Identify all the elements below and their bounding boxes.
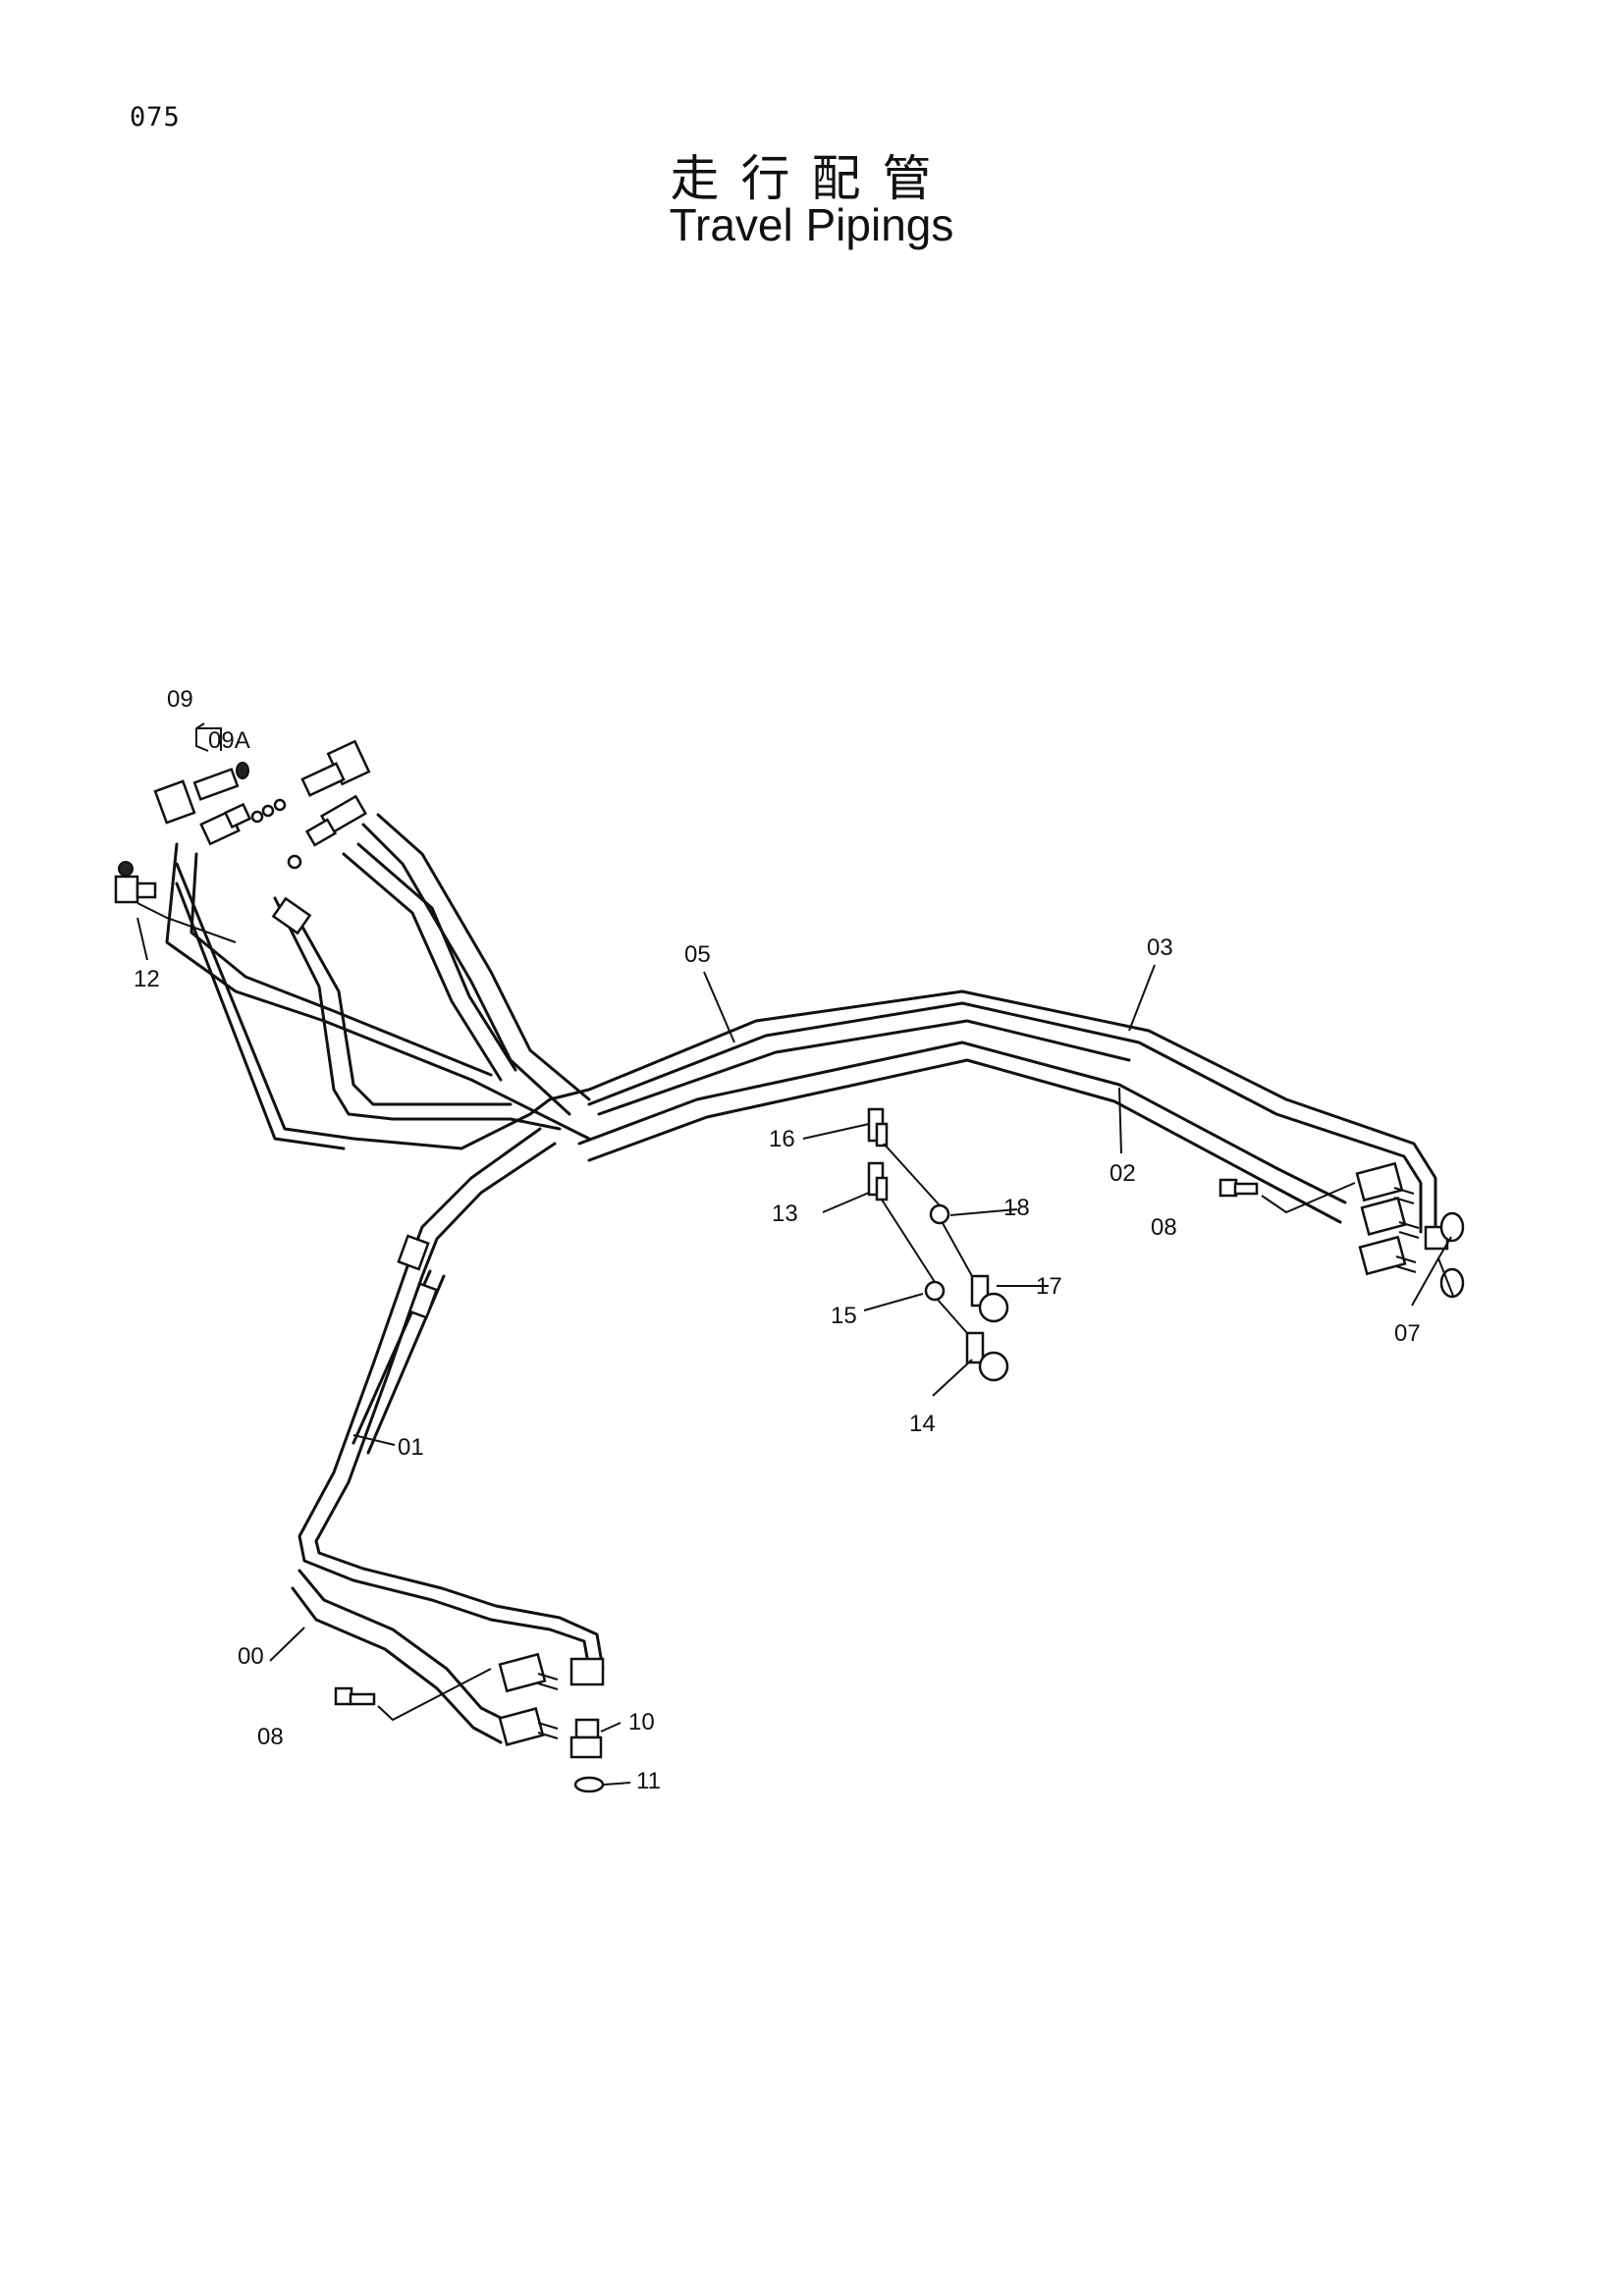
callout-11: 11 [636, 1768, 661, 1794]
callout-leaders [136, 722, 1454, 1786]
o-ring-11 [573, 1776, 605, 1793]
callout-15: 15 [831, 1303, 857, 1329]
callout-01: 01 [398, 1434, 424, 1461]
pipe-00 [291, 1569, 513, 1744]
page-number: 075 [130, 102, 181, 133]
callout-10: 10 [628, 1709, 655, 1735]
bolt-08-right [1218, 1178, 1356, 1214]
callout-13: 13 [772, 1201, 798, 1227]
clamp-13 [867, 1161, 889, 1201]
adapter-10 [569, 1718, 603, 1759]
callout-05: 05 [684, 941, 711, 968]
clamp-leader-lines [881, 1143, 973, 1334]
pipe-05 [175, 862, 1437, 1229]
callout-00: 00 [238, 1643, 264, 1670]
callout-09: 09 [167, 686, 193, 713]
flange-lower-left [498, 1652, 605, 1746]
callout-08-left: 08 [257, 1724, 284, 1750]
callout-12: 12 [134, 966, 160, 992]
pipe-03 [587, 1001, 1423, 1234]
o-rings-upper [236, 762, 302, 870]
callout-18: 18 [1003, 1195, 1030, 1221]
fitting-elbow-left [153, 768, 240, 825]
callout-03: 03 [1147, 934, 1173, 961]
callout-09a: 09A [208, 727, 250, 754]
washer-18 [929, 1203, 950, 1225]
fitting-elbow-mid [300, 739, 371, 847]
fitting-nut-upper-mid [271, 896, 312, 935]
o-rings-07 [1439, 1211, 1465, 1299]
fitting-tee-12 [114, 861, 157, 904]
callout-17: 17 [1036, 1273, 1062, 1300]
callout-08-right: 08 [1151, 1214, 1177, 1241]
callout-14: 14 [909, 1411, 936, 1437]
title-english: Travel Pipings [669, 199, 954, 250]
pipe-bundle-upper-left [165, 813, 591, 1141]
fitting-adapter-09 [199, 802, 252, 846]
pipe-clip-01 [397, 1234, 439, 1319]
callout-16: 16 [769, 1126, 795, 1152]
pipe-01 [298, 1127, 605, 1671]
bolt-14 [965, 1331, 1009, 1382]
flange-right [1355, 1161, 1449, 1276]
callout-02: 02 [1109, 1160, 1136, 1187]
washer-15 [924, 1280, 946, 1302]
bolt-17 [970, 1274, 1009, 1323]
callout-07: 07 [1394, 1320, 1421, 1347]
bolt-08-left [334, 1668, 492, 1722]
title-japanese: 走行配管 [670, 150, 953, 207]
clamp-16 [867, 1107, 889, 1148]
pipe-02 [577, 1041, 1347, 1224]
